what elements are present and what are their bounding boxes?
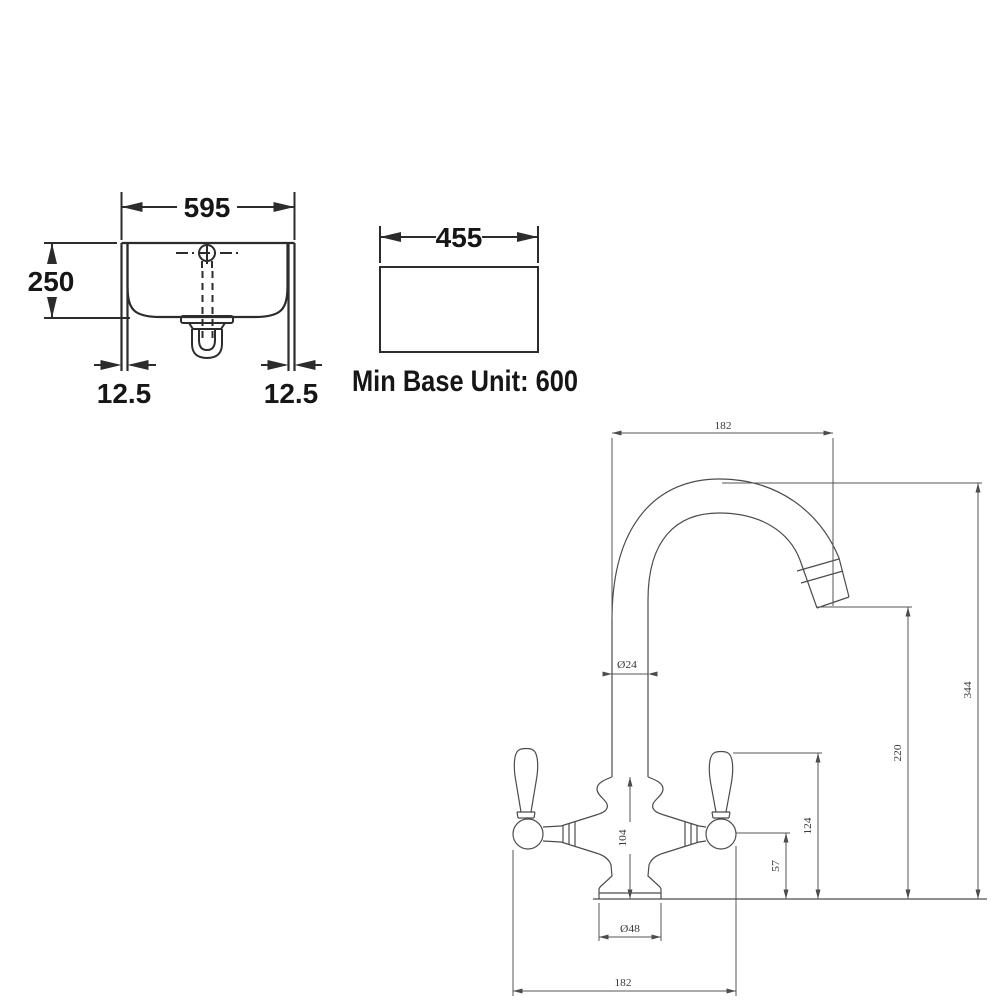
trap-inner — [198, 329, 216, 352]
spout-outer-curve — [611, 478, 850, 777]
waste-trap — [180, 315, 234, 360]
sink-width-label: 595 — [184, 192, 231, 223]
left-handle-lever — [513, 747, 539, 813]
dim-right-overhang: 12.5 — [261, 360, 322, 409]
dim-handle-span: 182 — [512, 846, 737, 996]
left-handle-ball — [512, 818, 544, 850]
dim-base-diameter: Ø48 — [598, 903, 662, 941]
dim-left-overhang: 12.5 — [94, 360, 156, 409]
body-upper-right — [647, 776, 707, 828]
sink-front-view: 595 250 12.5 12.5 — [28, 192, 322, 409]
spout-reach-label: 182 — [715, 420, 732, 432]
left-handle-collar — [516, 811, 536, 819]
base-diameter-label: Ø48 — [620, 923, 641, 935]
right-handle-ball — [705, 818, 737, 850]
handle-top-height-label: 124 — [802, 817, 814, 835]
cutout-rectangle — [379, 266, 539, 353]
left-overhang-label: 12.5 — [97, 378, 152, 409]
body-lower-left — [542, 840, 613, 893]
dim-spout-outlet-height: 220 — [817, 606, 912, 899]
waste-locknut — [187, 322, 227, 330]
dim-handle-top-height: 124 — [733, 752, 822, 899]
body-lower-right — [647, 840, 707, 893]
spout-outlet-height-label: 220 — [892, 744, 904, 762]
handle-span-label: 182 — [615, 977, 632, 989]
tap-right-handle — [705, 750, 737, 850]
cutout-width-label: 455 — [436, 222, 483, 253]
overall-height-label: 344 — [962, 681, 974, 699]
min-base-unit-note: Min Base Unit: 600 — [352, 365, 578, 398]
handle-centre-height-label: 57 — [770, 859, 782, 872]
tap-spout — [611, 478, 850, 777]
right-handle-lever — [708, 750, 734, 813]
tap-elevation: 182 Ø24 344 220 — [512, 420, 987, 996]
tap-hole-symbol — [176, 242, 240, 268]
dim-handle-centre-height: 57 — [736, 832, 790, 899]
right-overhang-label: 12.5 — [264, 378, 319, 409]
dim-sink-width: 595 — [120, 192, 296, 240]
spout-inner-curve — [647, 512, 818, 777]
spout-band-2 — [796, 558, 840, 572]
base-unit-plan: 455 Min Base Unit: 600 — [352, 222, 578, 398]
dim-cutout-width: 455 — [379, 222, 539, 263]
spout-band-1 — [800, 570, 844, 584]
dim-spout-reach: 182 — [611, 420, 834, 618]
body-height-label: 104 — [617, 829, 629, 847]
dim-spout-diameter: Ø24 — [602, 659, 658, 677]
sink-depth-label: 250 — [28, 266, 75, 297]
dim-body-height: 104 — [617, 777, 633, 899]
spout-diameter-label: Ø24 — [617, 659, 638, 671]
dim-overall-height: 344 — [722, 482, 982, 899]
dim-sink-depth: 250 — [28, 242, 130, 319]
right-handle-collar — [711, 811, 731, 819]
trap-outer — [191, 329, 223, 360]
body-upper-left — [542, 776, 613, 828]
tap-left-handle — [512, 747, 544, 850]
